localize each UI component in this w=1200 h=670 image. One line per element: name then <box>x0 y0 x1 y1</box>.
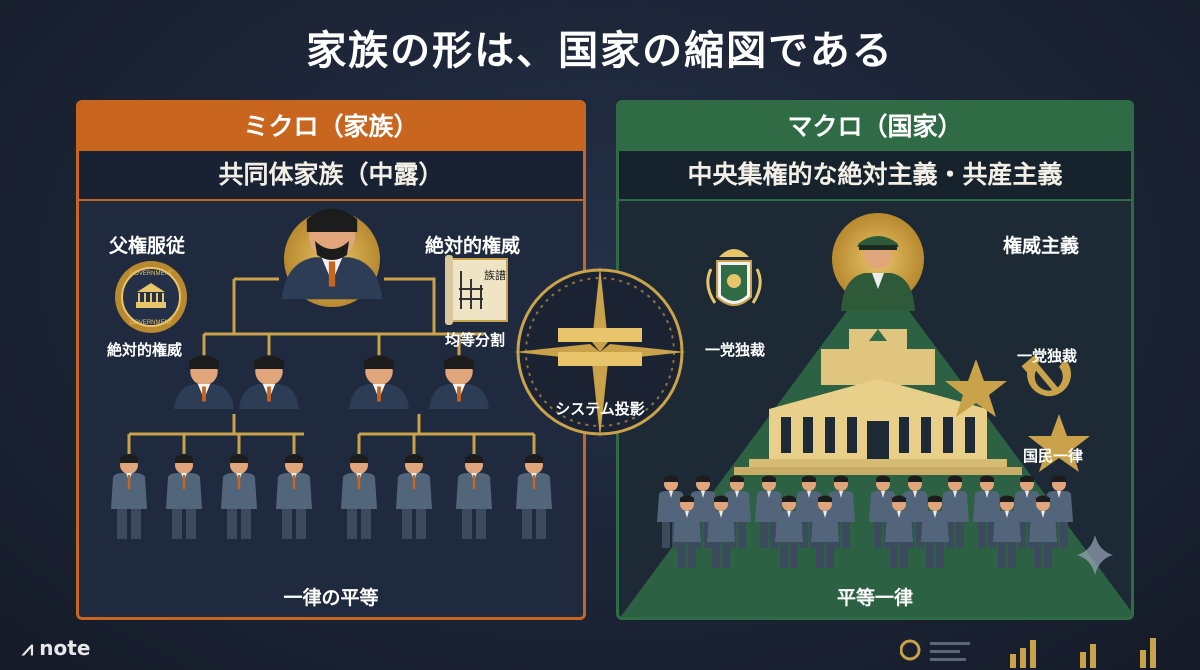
hammer-sickle-icon <box>1021 354 1072 397</box>
note-logo-icon: ⩘ <box>22 636 34 660</box>
scroll-text: 族譜 <box>484 268 506 282</box>
coat-of-arms-icon <box>706 249 762 306</box>
decorative-chart-icons <box>900 638 1156 668</box>
page-title: 家族の形は、国家の縮図である <box>306 28 894 74</box>
patriarchal-label: 父権服従 <box>109 235 186 257</box>
uniform-equality-label: 一律の平等 <box>283 587 379 609</box>
authoritarianism-label: 権威主義 <box>1003 235 1080 257</box>
state-panel: マクロ（国家） 中央集権的な絶対主義・共産主義 <box>616 100 1134 620</box>
national-uniform-label: 国民一律 <box>1023 447 1084 465</box>
government-seal-icon: GOVERNMENT GOVERNMENT <box>115 261 187 333</box>
one-party-right-label: 一党独裁 <box>1017 347 1078 365</box>
star-icon <box>1028 414 1090 472</box>
seal-top-text: GOVERNMENT <box>129 271 172 277</box>
equal-uniform-label: 平等一律 <box>836 587 913 609</box>
family-panel-header: ミクロ（家族） <box>79 103 583 151</box>
state-pyramid-diagram <box>620 213 1131 617</box>
family-tree-diagram: GOVERNMENT GOVERNMENT 族譜 <box>111 208 552 539</box>
system-projection-label: システム投影 <box>555 400 645 418</box>
state-panel-subheader: 中央集権的な絶対主義・共産主義 <box>619 151 1131 201</box>
sparkle-icon <box>1077 535 1113 575</box>
note-brand-text: note <box>39 636 91 660</box>
equal-division-label: 均等分割 <box>445 331 506 349</box>
absolute-authority-label: 絶対的権威 <box>425 235 521 257</box>
government-building-icon <box>734 329 1022 475</box>
star-icon <box>945 359 1007 417</box>
seal-authority-label: 絶対的権威 <box>107 341 183 359</box>
seal-bottom-text: GOVERNMENT <box>129 320 172 326</box>
state-panel-header: マクロ（国家） <box>619 103 1131 151</box>
one-party-left-label: 一党独裁 <box>705 341 766 359</box>
family-panel: ミクロ（家族） 共同体家族（中露） <box>76 100 586 620</box>
family-register-scroll-icon: 族譜 <box>445 255 508 325</box>
note-brand: ⩘note <box>22 636 90 660</box>
family-panel-subheader: 共同体家族（中露） <box>79 151 583 201</box>
system-projection-compass-icon <box>514 266 686 438</box>
